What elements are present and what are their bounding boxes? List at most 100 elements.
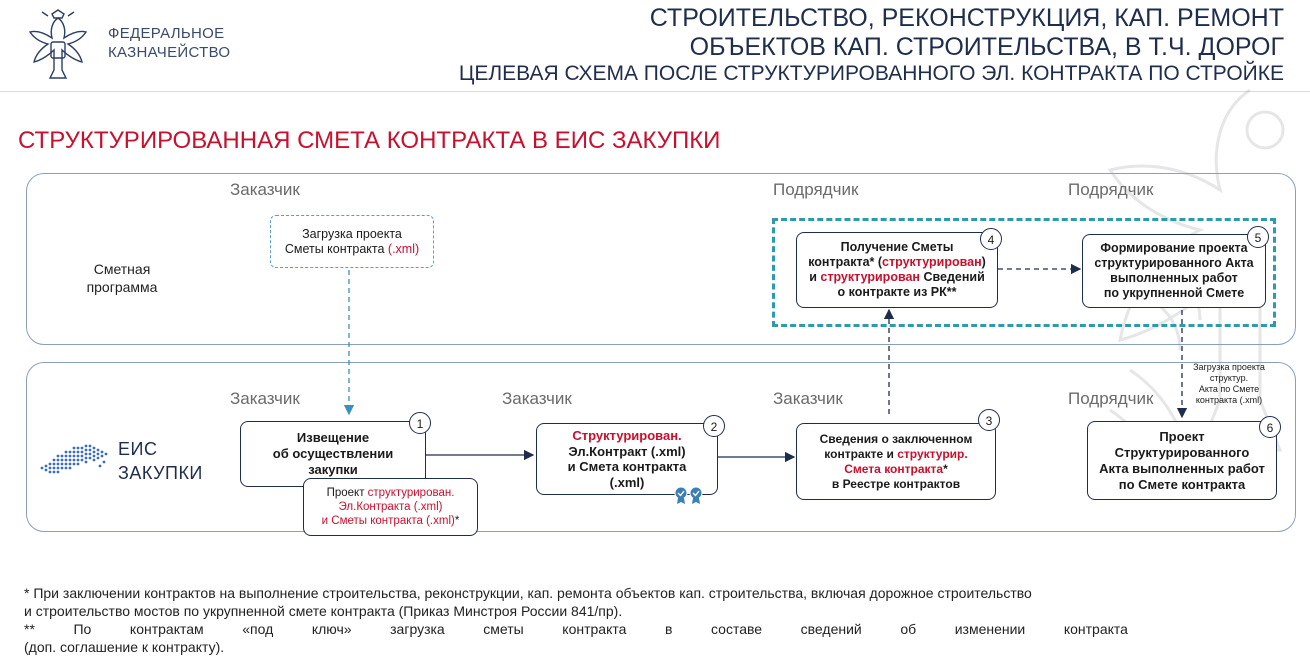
treasury-emblem-icon xyxy=(28,9,88,79)
arrow-note-line4: контракта (.xml) xyxy=(1195,395,1263,405)
b2-line3: и Смета контракта xyxy=(567,459,687,474)
step-number-6: 6 xyxy=(1259,416,1281,438)
signature-badge-icon xyxy=(674,486,703,504)
org-name-line2: КАЗНАЧЕЙСТВО xyxy=(108,44,231,61)
footnote-2-word: контракта xyxy=(562,621,627,637)
footnote-2-word: сметы xyxy=(483,621,524,637)
section-title: СТРУКТУРИРОВАННАЯ СМЕТА КОНТРАКТА В ЕИС … xyxy=(18,127,721,154)
b4-line1: Получение Сметы xyxy=(840,240,954,254)
b1note-line3b: * xyxy=(454,515,460,527)
arrow-note-line3: Акта по Смете xyxy=(1198,384,1260,394)
b6-line4: по Смете контракта xyxy=(1118,476,1246,492)
eis-label-line2: ЗАКУПКИ xyxy=(118,463,203,483)
b2-line1: Структурирован. xyxy=(572,428,682,443)
footnote-1-line1: * При заключении контрактов на выполнени… xyxy=(24,585,1032,601)
b1-line1: Извещение xyxy=(296,430,370,445)
org-name-line1: ФЕДЕРАЛЬНОЕ xyxy=(108,25,225,42)
box-3-contract-registry: Сведения о заключенном контракте и струк… xyxy=(796,423,996,500)
footnote-2-word: об xyxy=(900,621,917,637)
lane-eis-procurement xyxy=(26,362,1296,532)
b4-line3a: и xyxy=(809,270,821,284)
eis-label-line1: ЕИС xyxy=(118,439,158,459)
box-6-act-draft: Проект Структурированного Акта выполненн… xyxy=(1087,421,1277,500)
role-contractor-top-1: Подрядчик xyxy=(773,180,859,199)
header-divider xyxy=(0,91,1310,92)
box-2-structured-contract: Структурирован. Эл.Контракт (.xml) и Сме… xyxy=(536,423,718,495)
b1note-line1b: структурирован. xyxy=(367,487,455,499)
b3-line1: Сведения о заключенном xyxy=(819,431,973,446)
b3-line4: в Реестре контрактов xyxy=(831,476,961,491)
b3-line3b: * xyxy=(943,461,948,476)
arrow-note-line2: структур. xyxy=(1209,373,1249,383)
b3-line2a: контракте и xyxy=(824,446,898,461)
b6-line1: Проект xyxy=(1159,428,1205,444)
box-5-form-act: Формирование проекта структурированного … xyxy=(1082,234,1266,308)
role-customer-top: Заказчик xyxy=(230,180,300,199)
b1note-line1a: Проект xyxy=(326,487,368,499)
arrow-note-upload-act: Загрузка проекта структур. Акта по Смете… xyxy=(1188,362,1270,406)
footnote-2-word: контрактам xyxy=(129,621,204,637)
b5-line3: выполненных работ xyxy=(1110,271,1238,285)
b1note-line2: Эл.Контракта (.xml) xyxy=(338,501,443,513)
footnote-2-word: «под xyxy=(242,621,274,637)
footnote-1: * При заключении контрактов на выполнени… xyxy=(24,584,1032,620)
b3-line3: Смета контракта xyxy=(844,461,944,476)
page-title-line2: ОБЪЕКТОВ КАП. СТРОИТЕЛЬСТВА, В Т.Ч. ДОРО… xyxy=(689,33,1284,61)
lane-label-line2: программа xyxy=(86,279,158,295)
step-number-3: 3 xyxy=(978,409,1000,431)
box-4-receive-estimate: Получение Сметы контракта* (структуриров… xyxy=(796,232,998,308)
footnote-2-word: составе xyxy=(711,621,763,637)
org-name: ФЕДЕРАЛЬНОЕ КАЗНАЧЕЙСТВО xyxy=(108,24,230,62)
lane-label-estimate-program: Сметная программа xyxy=(60,260,184,296)
role-customer-bottom-1: Заказчик xyxy=(230,389,300,408)
footnote-2-line2: (доп. соглашение к контракту). xyxy=(24,639,225,655)
upload-line2b: (.xml) xyxy=(387,241,420,256)
b1-line2: об осуществлении xyxy=(272,446,394,461)
step-number-4: 4 xyxy=(980,228,1002,250)
role-customer-bottom-3: Заказчик xyxy=(773,389,843,408)
b4-line2b: структурирован xyxy=(882,255,982,269)
role-contractor-top-2: Подрядчик xyxy=(1068,180,1154,199)
box-upload-estimate: Загрузка проекта Сметы контракта (.xml) xyxy=(270,215,434,268)
page-subtitle: ЦЕЛЕВАЯ СХЕМА ПОСЛЕ СТРУКТУРИРОВАННОГО Э… xyxy=(458,62,1284,85)
b6-line3: Акта выполненных работ xyxy=(1099,460,1265,476)
footnote-2-word: сведений xyxy=(800,621,862,637)
b1note-line3a: и Сметы контракта (.xml) xyxy=(321,515,455,527)
role-customer-bottom-2: Заказчик xyxy=(502,389,572,408)
lane-label-eis: ЕИС ЗАКУПКИ xyxy=(118,437,203,485)
footnote-1-line2: и строительство мостов по укрупненной см… xyxy=(24,603,623,619)
b4-line4: о контракте из РК** xyxy=(837,285,957,299)
footnote-2-word: в xyxy=(664,621,673,637)
footnote-2-word: изменении xyxy=(954,621,1026,637)
b3-line2b: структурир. xyxy=(897,446,968,461)
contractor-zone-frame xyxy=(772,218,1276,327)
footnote-2-word: ключ» xyxy=(311,621,352,637)
step-number-5: 5 xyxy=(1247,226,1269,248)
arrow-note-line1: Загрузка проекта xyxy=(1193,362,1265,372)
b4-line3b: структурирован xyxy=(820,270,920,284)
footnote-2-word: контракта xyxy=(1063,621,1128,637)
russia-map-icon xyxy=(40,444,108,474)
b1-line3: закупки xyxy=(308,462,358,477)
b5-line1: Формирование проекта xyxy=(1100,241,1248,255)
b4-line2a: контракта* ( xyxy=(808,255,883,269)
b2-line2: Эл.Контракт (.xml) xyxy=(568,443,686,459)
box-1-notice: Извещение об осуществлении закупки xyxy=(240,421,426,487)
lane-estimate-program xyxy=(26,173,1296,345)
b2-line4: (.xml) xyxy=(609,474,645,490)
b5-line4: по укрупненной Смете xyxy=(1103,286,1245,300)
page-title-line1: СТРОИТЕЛЬСТВО, РЕКОНСТРУКЦИЯ, КАП. РЕМОН… xyxy=(649,4,1284,32)
b5-line2: структурированного Акта xyxy=(1094,256,1254,270)
footnote-2-word: По xyxy=(73,621,92,637)
footnote-2-word: ** xyxy=(24,621,35,637)
b4-line2c: ) xyxy=(981,255,986,269)
b6-line2: Структурированного xyxy=(1114,444,1250,460)
upload-line1: Загрузка проекта xyxy=(302,226,402,241)
b4-line3c: Сведений xyxy=(919,270,985,284)
step-number-2: 2 xyxy=(703,415,725,437)
box-1-note-draft: Проект структурирован. Эл.Контракта (.xm… xyxy=(303,478,478,536)
role-contractor-bottom: Подрядчик xyxy=(1068,389,1154,408)
step-number-1: 1 xyxy=(409,412,431,434)
